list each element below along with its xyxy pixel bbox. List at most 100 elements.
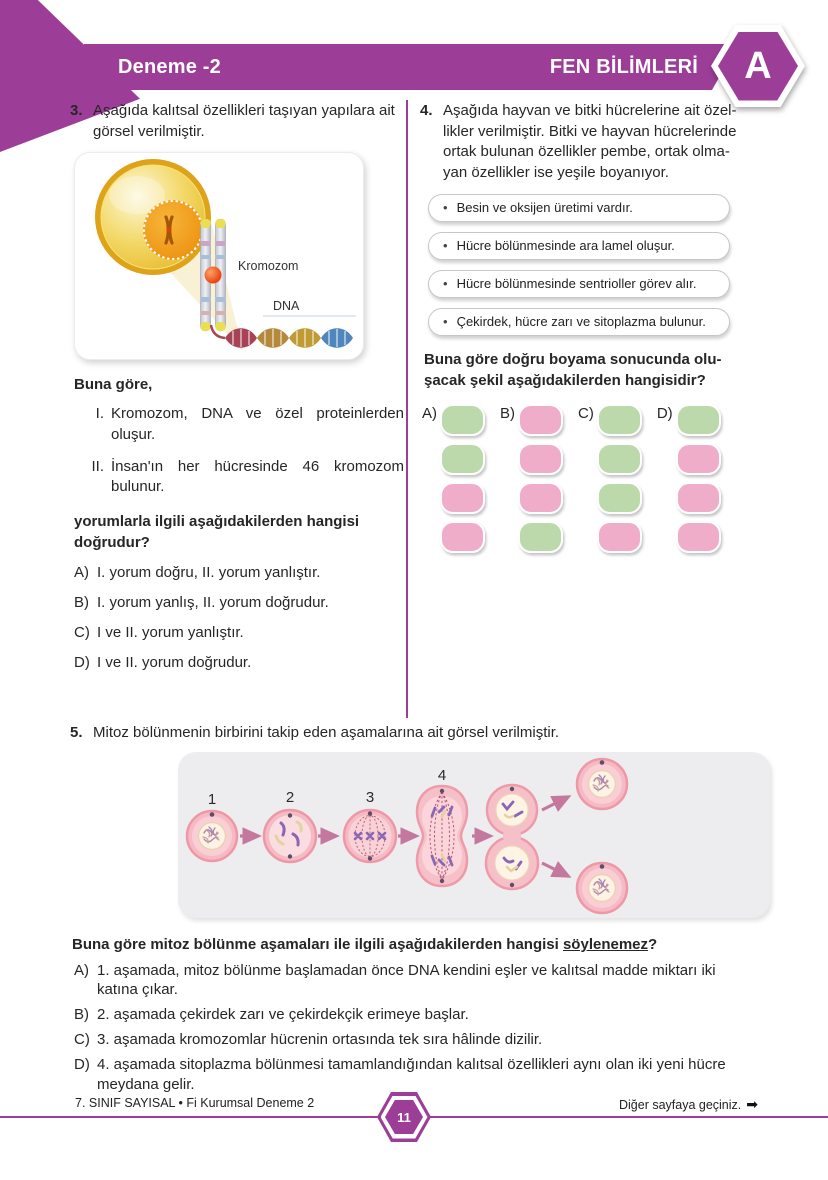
- booklet-badge-border: A: [711, 25, 805, 107]
- mitosis-stage-5: [484, 783, 540, 890]
- page-number-badge: 11: [377, 1092, 431, 1142]
- q4-option-d: D): [656, 403, 721, 553]
- oval-green: [596, 403, 642, 436]
- statement-1: I. Kromozom, DNA ve özel proteinlerden o…: [70, 404, 404, 445]
- bullet-icon: •: [443, 276, 448, 292]
- mitosis-stage-3: [342, 808, 398, 863]
- mitosis-stage-1: [185, 809, 239, 862]
- statement-text: Kromozom, DNA ve özel proteinlerden oluş…: [111, 405, 404, 444]
- question-5: 5. Mitoz bölünmenin birbirini takip eden…: [70, 723, 770, 1094]
- statement-numeral: II.: [91, 457, 104, 475]
- mitosis-stage-4: [415, 784, 469, 887]
- feature-text: Hücre bölünmesinde sentrioller görev alı…: [456, 276, 697, 292]
- next-page-text: Diğer sayfaya geçiniz.: [618, 1097, 742, 1112]
- chromosome-graphic: [200, 219, 226, 332]
- feature-text: Besin ve oksijen üretimi vardır.: [456, 200, 633, 216]
- oval-pink: [518, 481, 563, 514]
- option-letter: D): [74, 653, 90, 671]
- oval-stack: [518, 403, 563, 553]
- stem-text: Buna göre mitoz bölünme aşamaları ile il…: [72, 935, 563, 953]
- statement-text: İnsan'ın her hücresinde 46 kromozom bulu…: [111, 457, 404, 496]
- feature-text: Çekirdek, hücre zarı ve sitoplazma bulun…: [456, 314, 706, 330]
- option-letter: B): [74, 1006, 89, 1024]
- oval-pink: [518, 442, 563, 475]
- oval-pink: [596, 520, 642, 553]
- q5-option-c: C) 3. aşamada kromozomlar hücrenin ortas…: [74, 1030, 770, 1049]
- page-badge-outer: 11: [377, 1092, 431, 1142]
- bullet-icon: •: [443, 238, 448, 254]
- option-text: 3. aşamada kromozomlar hücrenin ortasınd…: [97, 1031, 543, 1049]
- daughter-cell-top: [575, 757, 629, 810]
- q4-option-a: A): [422, 403, 485, 553]
- oval-pink: [440, 481, 485, 514]
- question-4: 4. Aşağıda hayvan ve bitki hücrelerine a…: [420, 101, 792, 553]
- stage-label-1: 1: [208, 791, 216, 808]
- option-letter: B): [74, 594, 89, 612]
- exam-title: Deneme -2: [118, 55, 221, 78]
- q4-option-b: B): [500, 403, 563, 553]
- q4-options-row: A) B) C) D): [422, 403, 792, 553]
- oval-green: [675, 403, 721, 436]
- question-4-number: 4.: [420, 102, 433, 119]
- oval-stack: [596, 403, 642, 553]
- subject-title: FEN BİLİMLERİ: [549, 55, 698, 78]
- option-letter: C): [578, 404, 594, 422]
- option-text: I. yorum yanlış, II. yorum doğrudur.: [97, 594, 329, 612]
- q3-option-d: D) I ve II. yorum doğrudur.: [74, 653, 404, 673]
- stage-label-2: 2: [286, 789, 294, 806]
- daughter-cell-bottom: [575, 861, 629, 914]
- question-5-stem: Buna göre mitoz bölünme aşamaları ile il…: [72, 934, 770, 955]
- question-3-figure: Kromozom DNA: [74, 152, 364, 361]
- question-3-lead: Buna göre,: [74, 376, 153, 394]
- mitosis-stage-2: [262, 808, 318, 863]
- nucleus-graphic: [142, 200, 204, 261]
- cell-graphic: [95, 159, 211, 276]
- feature-text: Hücre bölünmesinde ara lamel oluşur.: [456, 238, 675, 254]
- option-letter: A): [422, 404, 437, 422]
- question-3-number: 3.: [70, 102, 83, 119]
- oval-pink: [675, 481, 721, 514]
- question-3-intro: Aşağıda kalıtsal özellikleri taşıyan yap…: [93, 102, 395, 140]
- option-letter: A): [74, 564, 89, 582]
- question-4-intro: Aşağıda hayvan ve bitki hücrelerine ait …: [443, 102, 737, 182]
- oval-green: [596, 481, 642, 514]
- bullet-icon: •: [443, 314, 448, 330]
- column-divider: [406, 100, 408, 718]
- mitosis-stages-illustration: 1 2 3 4: [185, 757, 629, 914]
- header-banner: Deneme -2 FEN BİLİMLERİ: [84, 44, 738, 90]
- option-letter: A): [74, 961, 89, 979]
- kromozom-label: Kromozom: [238, 259, 298, 273]
- oval-pink: [675, 520, 721, 553]
- feature-pill: • Besin ve oksijen üretimi vardır.: [428, 193, 730, 222]
- page-badge-middle: 11: [380, 1095, 428, 1139]
- question-3: 3. Aşağıda kalıtsal özellikleri taşıyan …: [70, 101, 404, 673]
- stem-punctuation: ?: [648, 935, 658, 953]
- stage-label-4: 4: [438, 767, 446, 784]
- q3-option-a: A) I. yorum doğru, II. yorum yanlıştır.: [74, 563, 404, 583]
- bullet-icon: •: [443, 200, 448, 216]
- option-letter: C): [74, 1031, 90, 1049]
- booklet-badge: A: [711, 25, 805, 107]
- option-text: 1. aşamada, mitoz bölünme başlamadan önc…: [97, 961, 716, 998]
- option-letter: D): [656, 404, 673, 422]
- oval-pink: [675, 442, 721, 475]
- option-text: I. yorum doğru, II. yorum yanlıştır.: [97, 564, 321, 582]
- question-5-number: 5.: [70, 724, 83, 741]
- question-5-intro: Mitoz bölünmenin birbirini takip eden aş…: [93, 724, 560, 741]
- cell-chromosome-dna-illustration: Kromozom DNA: [95, 159, 356, 352]
- footer-next-page: Diğer sayfaya geçiniz. ➡: [619, 1096, 758, 1113]
- oval-green: [596, 442, 642, 475]
- statement-numeral: I.: [95, 405, 104, 423]
- stage-label-3: 3: [366, 789, 374, 806]
- question-3-stem: yorumlarla ilgili aşağıdakilerden hangis…: [74, 513, 360, 552]
- oval-pink: [440, 520, 485, 553]
- oval-green: [518, 520, 563, 553]
- option-letter: B): [500, 404, 515, 422]
- option-text: 4. aşamada sitoplazma bölünmesi tamamlan…: [97, 1056, 726, 1093]
- footer-exam-info: 7. SINIF SAYISAL • Fi Kurumsal Deneme 2: [75, 1096, 315, 1110]
- page-number: 11: [385, 1100, 423, 1134]
- oval-green: [440, 403, 485, 436]
- q4-option-c: C): [578, 403, 642, 553]
- option-text: I ve II. yorum doğrudur.: [97, 653, 252, 671]
- q3-option-b: B) I. yorum yanlış, II. yorum doğrudur.: [74, 593, 404, 613]
